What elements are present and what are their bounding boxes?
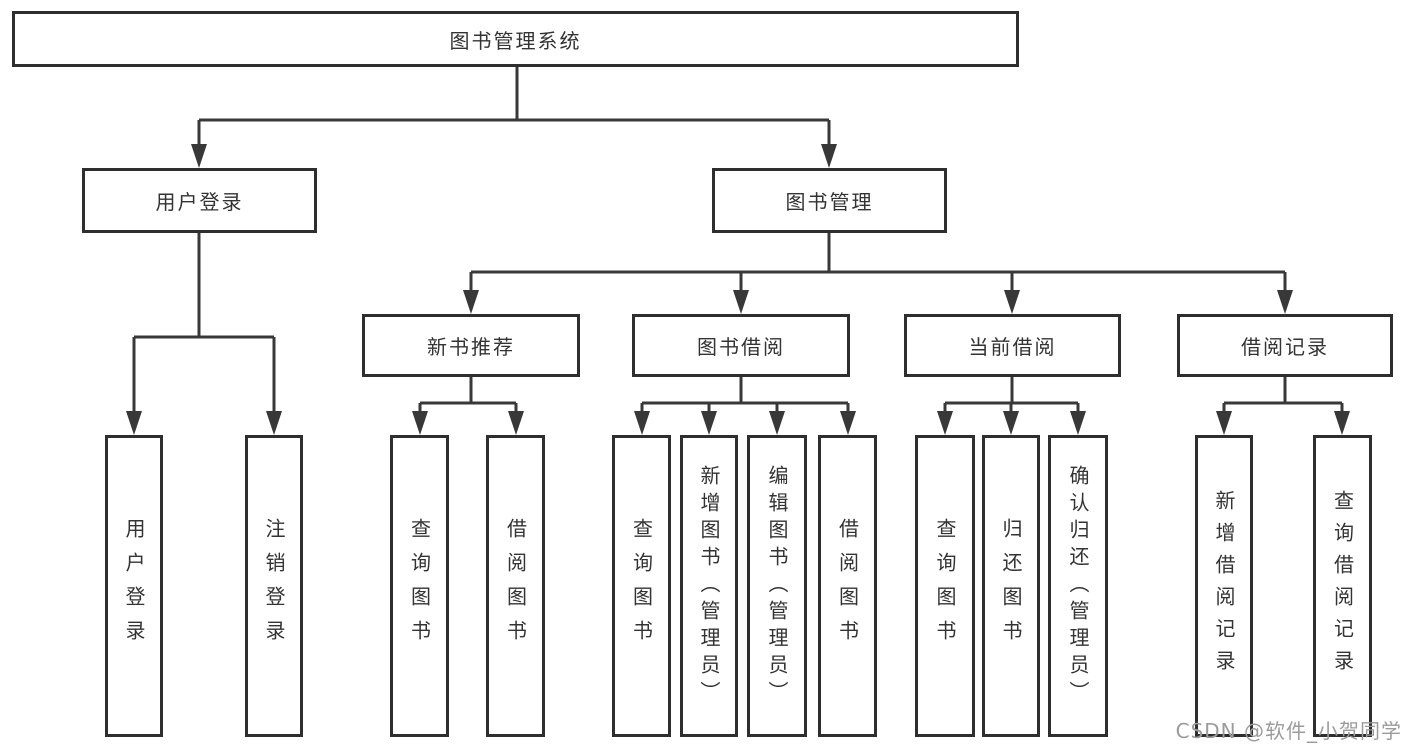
leaf-user-login: 用户登录: [105, 435, 163, 737]
leaf-borrowing-add-books-admin-label: 新增图书（管理员）: [697, 464, 721, 708]
leaf-current-query-books: 查询图书: [915, 435, 975, 737]
node-user-login-label: 用户登录: [155, 190, 244, 214]
leaf-borrowing-borrow-books: 借阅图书: [818, 435, 877, 737]
leaf-records-query-borrow-record: 查询借阅记录: [1313, 435, 1372, 737]
node-root: 图书管理系统: [12, 11, 1019, 67]
node-user-login: 用户登录: [82, 168, 317, 233]
node-new-book-recommendation-label: 新书推荐: [427, 335, 515, 359]
leaf-newbook-query-books: 查询图书: [390, 435, 449, 737]
leaf-records-add-borrow-record-label: 新增借阅记录: [1212, 490, 1236, 682]
node-book-borrowing-label: 图书借阅: [697, 335, 785, 359]
node-new-book-recommendation: 新书推荐: [362, 314, 580, 377]
node-book-borrowing: 图书借阅: [632, 314, 850, 377]
leaf-user-login-label: 用户登录: [122, 518, 146, 654]
leaf-current-return-books-label: 归还图书: [999, 518, 1023, 654]
node-current-borrowing: 当前借阅: [904, 314, 1121, 377]
leaf-records-query-borrow-record-label: 查询借阅记录: [1330, 490, 1355, 682]
leaf-borrowing-edit-books-admin-label: 编辑图书（管理员）: [765, 464, 789, 708]
leaf-newbook-query-books-label: 查询图书: [407, 518, 432, 654]
leaf-borrowing-query-books: 查询图书: [612, 435, 671, 737]
leaf-borrowing-query-books-label: 查询图书: [629, 518, 654, 654]
node-root-label: 图书管理系统: [449, 28, 582, 53]
leaf-records-add-borrow-record: 新增借阅记录: [1195, 435, 1253, 737]
leaf-logout-label: 注销登录: [262, 518, 286, 654]
watermark: CSDN @软件_小贺同学: [1175, 719, 1402, 743]
node-current-borrowing-label: 当前借阅: [968, 335, 1057, 359]
node-borrowing-records: 借阅记录: [1177, 314, 1393, 377]
node-borrowing-records-label: 借阅记录: [1241, 335, 1329, 359]
leaf-newbook-borrow-books-label: 借阅图书: [503, 518, 528, 654]
leaf-borrowing-edit-books-admin: 编辑图书（管理员）: [747, 435, 807, 737]
leaf-newbook-borrow-books: 借阅图书: [486, 435, 545, 737]
node-book-management-label: 图书管理: [785, 190, 874, 214]
leaf-current-confirm-return-admin: 确认归还（管理员）: [1048, 435, 1108, 737]
leaf-current-return-books: 归还图书: [982, 435, 1040, 737]
leaf-borrowing-borrow-books-label: 借阅图书: [835, 518, 860, 654]
connector-path: [132, 67, 1344, 416]
node-book-management: 图书管理: [712, 168, 947, 233]
leaf-borrowing-add-books-admin: 新增图书（管理员）: [680, 435, 738, 737]
leaf-current-confirm-return-admin-label: 确认归还（管理员）: [1066, 464, 1090, 708]
leaf-current-query-books-label: 查询图书: [933, 518, 957, 654]
leaf-logout: 注销登录: [245, 435, 303, 737]
